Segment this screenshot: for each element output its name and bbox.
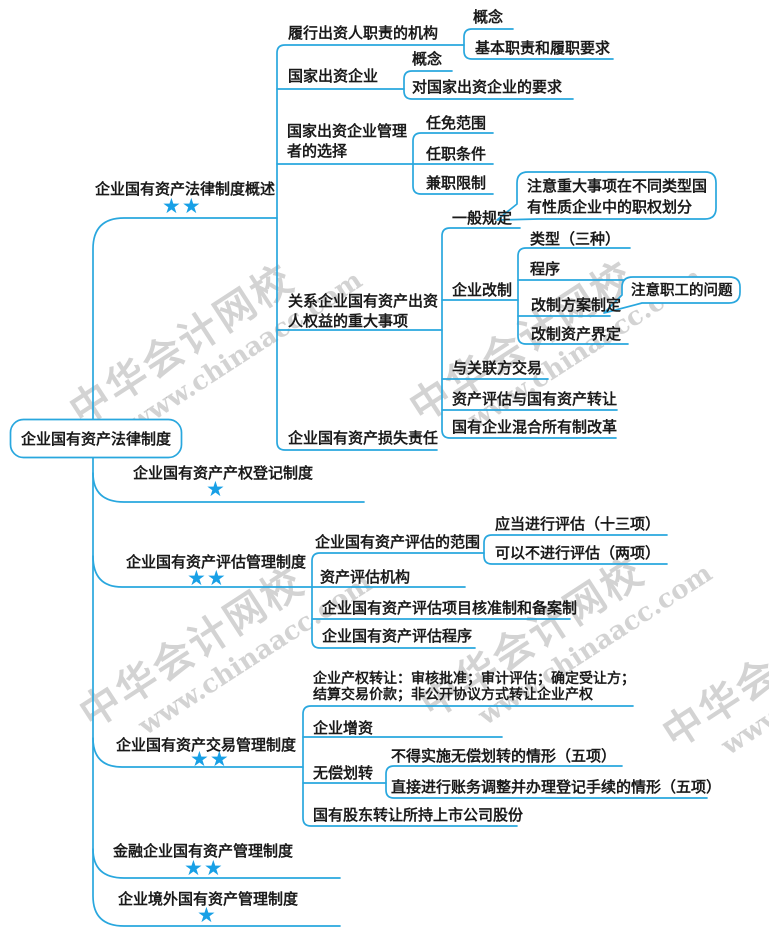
node-capital-increase: 企业增资 <box>313 719 374 737</box>
connector-overview-spine <box>276 44 465 451</box>
branch-financial-enterprise: 金融企业国有资产管理制度 <box>113 842 294 860</box>
node-gratuitous-transfer: 无偿划转 <box>313 764 374 782</box>
branch-evaluation-stars-icon: ★★ <box>187 566 227 590</box>
node-evaluation-required: 应当进行评估（十三项） <box>495 515 661 533</box>
connector-major-matters-children <box>441 227 617 439</box>
node-duty-basic-requirements: 基本职责和履职要求 <box>475 39 611 57</box>
connector-evaluation-scope-children <box>483 534 668 565</box>
branch-transaction-management: 企业国有资产交易管理制度 <box>116 736 297 754</box>
node-parttime-restrictions: 兼职限制 <box>426 174 487 192</box>
branch-evaluation-management: 企业国有资产评估管理制度 <box>126 553 307 571</box>
node-duty-concept: 概念 <box>473 8 504 26</box>
node-mixed-ownership-reform: 国有企业混合所有制改革 <box>452 418 618 436</box>
node-loss-liability: 企业国有资产损失责任 <box>288 429 439 447</box>
node-evaluation-procedure: 企业国有资产评估程序 <box>322 627 473 645</box>
node-evaluation-approval-filing: 企业国有资产评估项目核准制和备案制 <box>322 599 578 617</box>
node-general-provisions: 一般规定 <box>452 209 513 227</box>
branch-property-registration: 企业国有资产产权登记制度 <box>133 464 314 482</box>
callout-worker-bubble <box>603 276 741 314</box>
node-manager-selection: 国家出资企业管理者的选择 <box>287 122 408 160</box>
node-restructuring-types: 类型（三种） <box>530 230 621 248</box>
connector-evaluation-children <box>311 552 485 649</box>
connector-state-enterprise-children <box>403 70 574 100</box>
callout-authority-bubble <box>496 171 717 221</box>
connector-manager-selection-children <box>412 132 494 195</box>
branch-overview: 企业国有资产法律制度概述 <box>95 180 276 198</box>
callout-authority-note: 注意重大事项在不同类型国有性质企业中的职权划分 <box>527 177 708 216</box>
connector-gratuitous-transfer-children <box>385 765 708 799</box>
node-appointment-scope: 任免范围 <box>426 114 487 132</box>
connector-trunk <box>92 217 341 927</box>
connector-transaction-children <box>302 705 634 827</box>
node-listed-company-shares: 国有股东转让所持上市公司股份 <box>313 806 524 824</box>
branch-overview-stars-icon: ★★ <box>162 194 202 218</box>
node-direct-adjustment: 直接进行账务调整并办理登记手续的情形（五项） <box>391 778 722 796</box>
root-node-box <box>9 418 183 459</box>
node-restructuring-procedure: 程序 <box>530 260 561 278</box>
branch-registration-star-icon: ★ <box>206 477 226 501</box>
node-evaluation-optional: 可以不进行评估（两项） <box>495 544 661 562</box>
node-property-rights-transfer: 企业产权转让：审核批准；审计评估；确定受让方；结算交易价款；非公开协议方式转让企… <box>313 671 635 703</box>
node-evaluation-scope: 企业国有资产评估的范围 <box>315 533 481 551</box>
node-state-funded-enterprise: 国家出资企业 <box>288 67 379 85</box>
branch-transaction-stars-icon: ★★ <box>190 747 230 771</box>
connector-duty-organ-children <box>463 28 614 60</box>
node-sfe-concept: 概念 <box>412 50 443 68</box>
node-restructuring-asset-definition: 改制资产界定 <box>531 325 622 343</box>
node-sfe-requirements: 对国家出资企业的要求 <box>412 78 563 96</box>
connector-restructuring-children <box>517 247 631 345</box>
node-related-party-transactions: 与关联方交易 <box>452 359 543 377</box>
node-appointment-conditions: 任职条件 <box>426 145 487 163</box>
node-restructuring-plan: 改制方案制定 <box>531 296 622 314</box>
node-enterprise-restructuring: 企业改制 <box>452 281 513 299</box>
node-root: 企业国有资产法律制度 <box>20 429 171 448</box>
node-evaluation-agency: 资产评估机构 <box>320 568 411 586</box>
connector-branch-transaction <box>92 737 304 768</box>
node-major-matters: 关系企业国有资产出资人权益的重大事项 <box>288 292 439 330</box>
branch-overseas-assets: 企业境外国有资产管理制度 <box>118 890 299 908</box>
node-duty-organ: 履行出资人职责的机构 <box>288 24 439 42</box>
node-asset-evaluation-transfer: 资产评估与国有资产转让 <box>452 390 618 408</box>
connector-branch-registration <box>92 472 365 503</box>
callout-worker-note: 注意职工的问题 <box>631 282 733 299</box>
branch-overseas-star-icon: ★ <box>197 903 217 927</box>
connector-branch-evaluation <box>92 555 313 588</box>
branch-financial-stars-icon: ★★ <box>184 856 224 880</box>
node-gratuitous-transfer-prohibited: 不得实施无偿划转的情形（五项） <box>391 747 617 765</box>
connector-branch-financial <box>92 848 341 879</box>
